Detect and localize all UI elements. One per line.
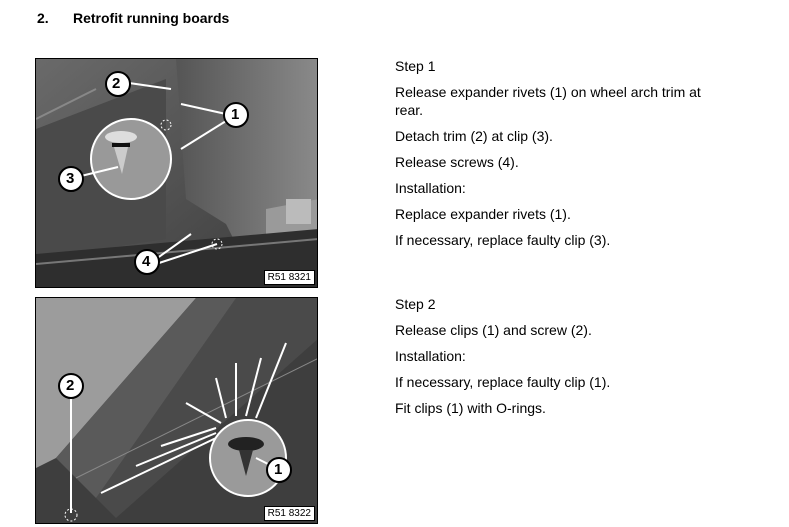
callout-1: 1 (274, 461, 283, 478)
step1-line: Release screws (4). (395, 154, 519, 170)
callout-2: 2 (66, 377, 75, 394)
step2-line: Installation: (395, 348, 466, 364)
callout-4: 4 (142, 253, 151, 270)
step1-line: If necessary, replace faulty clip (3). (395, 232, 611, 248)
callout-2: 2 (112, 75, 121, 92)
step2-line: If necessary, replace faulty clip (1). (395, 374, 611, 390)
callout-1: 1 (231, 106, 240, 123)
section-title: Retrofit running boards (73, 10, 230, 26)
step1-line: Replace expander rivets (1). (395, 206, 571, 222)
figure-step1: 2 1 3 4 R51 8321 (35, 58, 318, 288)
step2-line: Release clips (1) and screw (2). (395, 322, 592, 338)
figure-step2: 2 1 R51 8322 (35, 297, 318, 524)
figure-reference: R51 8322 (263, 506, 315, 521)
figure-reference: R51 8321 (263, 270, 315, 285)
step1-line: Installation: (395, 180, 466, 196)
section-number: 2. (37, 10, 49, 26)
callout-3: 3 (66, 170, 75, 187)
step1-line: Detach trim (2) at clip (3). (395, 128, 553, 144)
step1-line: rear. (395, 102, 424, 118)
step2-line: Fit clips (1) with O-rings. (395, 400, 546, 416)
step1-line: Release expander rivets (1) on wheel arc… (395, 84, 701, 100)
step1-title: Step 1 (395, 58, 436, 74)
step2-title: Step 2 (395, 296, 436, 312)
